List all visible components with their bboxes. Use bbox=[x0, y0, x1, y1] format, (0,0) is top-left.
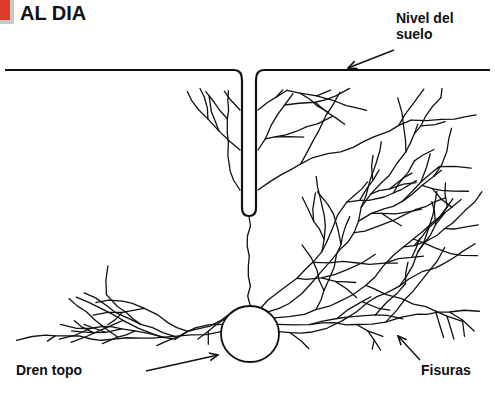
fissure bbox=[411, 115, 476, 121]
fissure bbox=[17, 332, 222, 341]
fissure bbox=[450, 312, 475, 331]
fissure bbox=[224, 91, 240, 110]
fissure bbox=[76, 297, 175, 339]
fissure bbox=[47, 336, 55, 341]
fissure bbox=[441, 88, 442, 97]
fissure bbox=[445, 183, 447, 207]
callout-label: Nivel del suelo bbox=[396, 10, 476, 42]
callout-label: Dren topo bbox=[16, 362, 146, 378]
fissure bbox=[371, 209, 421, 214]
fissure bbox=[421, 122, 445, 126]
fissure bbox=[382, 213, 402, 225]
fissure bbox=[157, 312, 232, 346]
fissure bbox=[361, 124, 418, 207]
fissure bbox=[414, 207, 447, 246]
fissures bbox=[17, 88, 482, 350]
fissure bbox=[357, 324, 383, 336]
header-title: AL DIA bbox=[20, 2, 140, 25]
fissure bbox=[247, 216, 250, 306]
fissure bbox=[274, 199, 461, 317]
fissure bbox=[316, 176, 325, 251]
leader-line bbox=[146, 355, 218, 371]
fissure bbox=[302, 245, 324, 290]
fissure bbox=[315, 102, 345, 124]
fissure bbox=[321, 278, 355, 283]
fissure bbox=[290, 333, 308, 349]
fissure bbox=[404, 192, 482, 247]
fissure bbox=[206, 92, 228, 119]
fissure bbox=[258, 94, 293, 150]
leader-line bbox=[398, 336, 420, 360]
fissure bbox=[258, 120, 411, 190]
header-block bbox=[0, 0, 14, 24]
fissure bbox=[390, 173, 412, 189]
fissure bbox=[106, 266, 108, 295]
fissure bbox=[96, 300, 188, 331]
fissure bbox=[71, 320, 123, 342]
fissure bbox=[399, 191, 436, 286]
leader-line bbox=[348, 50, 394, 68]
fissure bbox=[93, 308, 144, 315]
fissure bbox=[187, 91, 240, 150]
fissure bbox=[414, 98, 441, 134]
fissure bbox=[279, 244, 475, 333]
header-mark bbox=[0, 0, 10, 20]
fissure bbox=[434, 128, 452, 176]
fissure bbox=[414, 149, 433, 160]
fissure bbox=[439, 166, 471, 168]
callout-label: Fisuras bbox=[421, 362, 491, 378]
fissure bbox=[317, 90, 331, 96]
fissure bbox=[447, 316, 454, 339]
fissure bbox=[175, 324, 222, 339]
soil-surface bbox=[5, 70, 490, 216]
fissure bbox=[317, 192, 341, 245]
fissure bbox=[287, 90, 366, 110]
fissure bbox=[60, 324, 163, 337]
fissure bbox=[313, 193, 316, 222]
fissure bbox=[371, 183, 417, 195]
fissure bbox=[227, 91, 240, 190]
fissure bbox=[108, 312, 123, 324]
fissure bbox=[208, 331, 209, 344]
fissure bbox=[375, 283, 405, 314]
fissure bbox=[316, 217, 350, 310]
fissure bbox=[285, 88, 350, 105]
fissure bbox=[261, 182, 368, 308]
fissure bbox=[265, 117, 332, 139]
fissure bbox=[385, 256, 424, 263]
fissure bbox=[277, 310, 479, 325]
fissure bbox=[413, 239, 477, 256]
fissure bbox=[436, 311, 444, 337]
fissure bbox=[372, 340, 374, 349]
